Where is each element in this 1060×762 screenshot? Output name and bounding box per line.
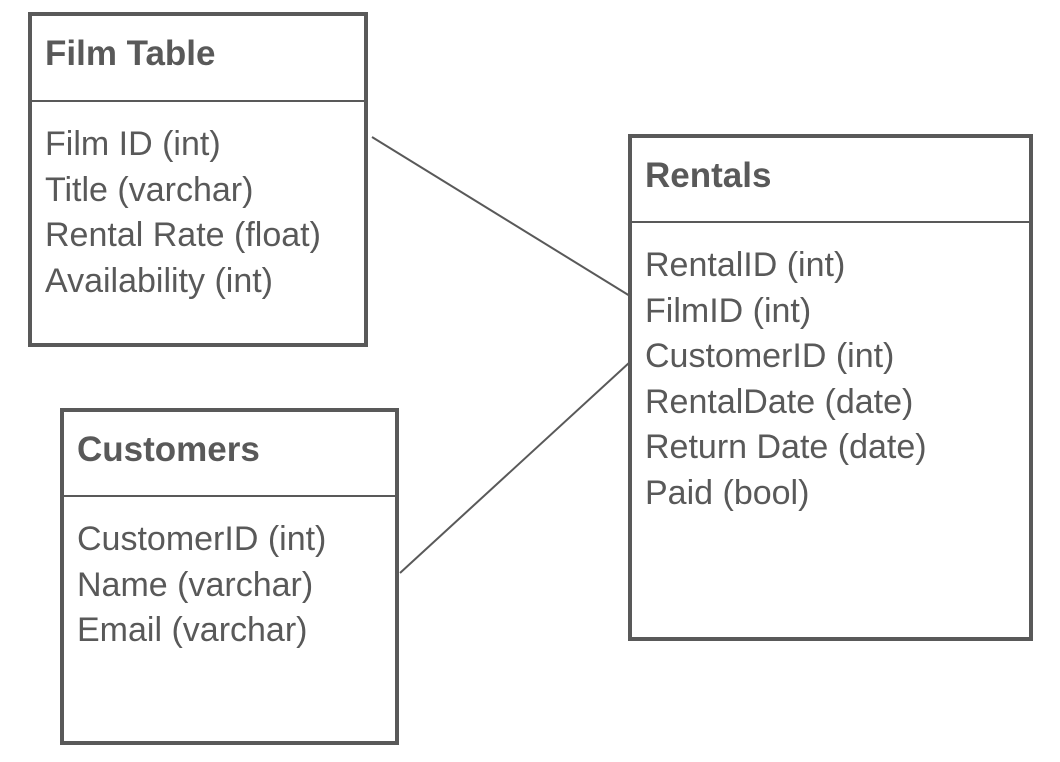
field-customer-id: CustomerID (int) — [645, 337, 895, 375]
customers-fields: CustomerID (int) Name (varchar) Email (v… — [64, 497, 395, 654]
field-return-date: Return Date (date) — [645, 428, 927, 466]
field-rental-id: RentalID (int) — [645, 246, 846, 284]
film-rentals-connector — [371, 136, 631, 297]
field-rental-date: RentalDate (date) — [645, 382, 914, 421]
film-table-fields: Film ID (int) Title (varchar) Rental Rat… — [32, 102, 364, 304]
field-paid: Paid (bool) — [645, 473, 810, 512]
customers-entity[interactable]: Customers CustomerID (int) Name (varchar… — [60, 408, 399, 745]
film-table-title: Film Table — [32, 16, 364, 102]
field-film-id: FilmID (int) — [645, 291, 812, 330]
field-email: Email (varchar) — [77, 611, 308, 649]
rentals-title: Rentals — [632, 138, 1029, 223]
customers-title: Customers — [64, 412, 395, 497]
customers-rentals-connector — [399, 361, 631, 574]
field-name: Name (varchar) — [77, 565, 314, 604]
field-availability: Availability (int) — [45, 261, 274, 300]
field-film-id: Film ID (int) — [45, 125, 221, 163]
rentals-entity[interactable]: Rentals RentalID (int) FilmID (int) Cust… — [628, 134, 1033, 641]
field-customer-id: CustomerID (int) — [77, 520, 327, 558]
rentals-fields: RentalID (int) FilmID (int) CustomerID (… — [632, 223, 1029, 516]
field-rental-rate: Rental Rate (float) — [45, 216, 321, 254]
film-table-entity[interactable]: Film Table Film ID (int) Title (varchar)… — [28, 12, 368, 347]
field-title: Title (varchar) — [45, 170, 254, 209]
